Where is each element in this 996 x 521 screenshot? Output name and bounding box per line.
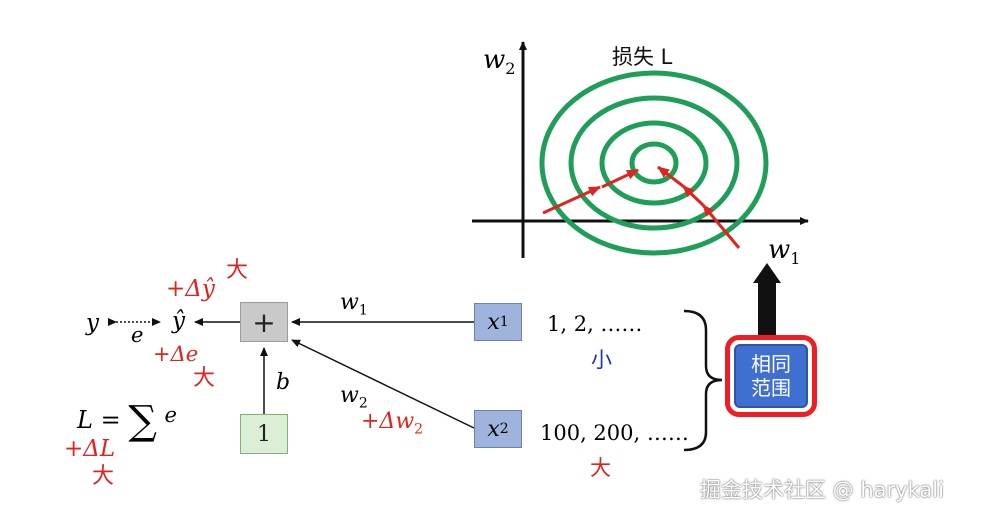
delta-y-hat-size: 大 — [226, 258, 249, 283]
curly-brace — [683, 309, 723, 452]
contour-axes — [472, 41, 809, 258]
contour-ring-1 — [629, 141, 679, 185]
delta-L-size: 大 — [92, 464, 115, 489]
contour-title: 损失 L — [612, 45, 673, 69]
gd-step-2 — [601, 168, 639, 189]
contour-ring-2 — [599, 120, 709, 206]
up-arrow — [753, 263, 781, 335]
y-hat: ŷ — [172, 308, 185, 334]
same-range-line2: 范围 — [751, 376, 791, 400]
gradient-steps-right — [657, 165, 741, 249]
same-range-inner: 相同 范围 — [734, 344, 808, 408]
error-label: e — [131, 323, 144, 347]
w2-label: w2 — [340, 383, 368, 412]
x-axis-label: w1 — [768, 235, 801, 269]
delta-w2-label: +Δw2 — [361, 409, 424, 438]
contour-ring-3 — [568, 95, 740, 231]
gradient-steps-left — [542, 168, 639, 215]
delta-e: +Δe — [153, 342, 199, 366]
bias-label: b — [276, 370, 291, 395]
gd-step-3 — [701, 204, 741, 249]
delta-e-size: 大 — [193, 366, 216, 391]
watermark: 掘金技术社区 @ harykali — [700, 478, 944, 502]
sum-node: + — [240, 302, 288, 342]
x2-values: 100, 200, …… — [540, 421, 689, 445]
arrow-x2-to-plus — [291, 339, 475, 429]
y-axis-label: w2 — [483, 45, 516, 79]
gd-step-1 — [542, 185, 601, 215]
target-y: y — [86, 310, 99, 336]
delta-L: +ΔL — [64, 436, 116, 462]
gd-step-4 — [681, 184, 705, 207]
contour-ring-4 — [539, 70, 769, 256]
gd-step-5 — [657, 165, 684, 188]
network-arrows — [108, 318, 475, 429]
loss-contours — [539, 70, 769, 256]
w1-label: w1 — [340, 290, 368, 319]
x1-size: 小 — [591, 348, 612, 372]
same-range-box: 相同 范围 — [725, 335, 817, 417]
delta-y-hat: +Δŷ — [166, 276, 215, 302]
x1-values: 1, 2, …… — [547, 312, 643, 336]
same-range-line1: 相同 — [751, 352, 791, 376]
bias-input-node: 1 — [240, 414, 288, 454]
x2-size: 大 — [590, 456, 611, 480]
loss-formula: L = ∑ e — [77, 398, 177, 444]
